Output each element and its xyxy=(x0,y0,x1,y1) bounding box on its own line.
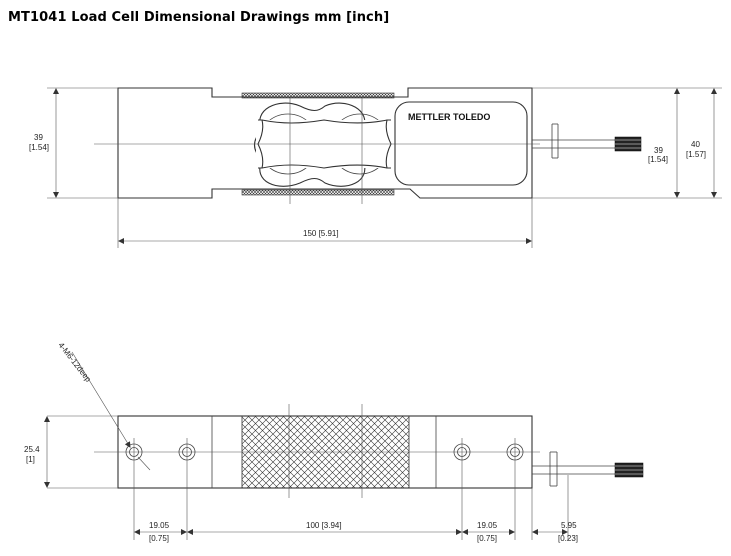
dim-height-in: [1] xyxy=(26,455,35,464)
mounting-hole-2 xyxy=(178,438,196,540)
dim-right1-in: [1.54] xyxy=(648,155,668,164)
mounting-hole-3 xyxy=(453,438,471,540)
dim-d3-mm: 19.05 xyxy=(477,521,498,530)
label-plate xyxy=(394,101,528,186)
bottom-view: 4-M6-12deep 25.4 [1] 19.05 [0.75] 100 [3… xyxy=(24,341,644,543)
knurled-strip-bottom xyxy=(241,189,395,196)
dim-left-in: [1.54] xyxy=(29,143,49,152)
knurled-strip-top xyxy=(241,92,395,99)
dim-d4-in: [0.23] xyxy=(558,534,578,543)
dim-right1-mm: 39 xyxy=(654,146,663,155)
thread-leader xyxy=(71,351,131,448)
dim-d3-in: [0.75] xyxy=(477,534,497,543)
dim-right2-mm: 40 xyxy=(691,140,700,149)
dim-right2-in: [1.57] xyxy=(686,150,706,159)
mounting-hole-4 xyxy=(506,438,524,540)
cable-top xyxy=(532,123,642,159)
dim-height-mm: 25.4 xyxy=(24,445,40,454)
brand-label: METTLER TOLEDO xyxy=(408,112,490,122)
page-title: MT1041 Load Cell Dimensional Drawings mm… xyxy=(8,10,390,25)
top-view: METTLER TOLEDO 39 [1.54] 39 [1.54] 40 [1… xyxy=(29,87,722,248)
dim-d1-mm: 19.05 xyxy=(149,521,170,530)
dim-d4-mm: 5.95 xyxy=(561,521,577,530)
mounting-hole-1 xyxy=(125,438,143,540)
dim-length: 150 [5.91] xyxy=(303,229,339,238)
dim-left-mm: 39 xyxy=(34,133,43,142)
dim-d1-in: [0.75] xyxy=(149,534,169,543)
thread-note: 4-M6-12deep xyxy=(56,341,93,384)
cable-bottom xyxy=(532,451,644,487)
dim-d2: 100 [3.94] xyxy=(306,521,342,530)
